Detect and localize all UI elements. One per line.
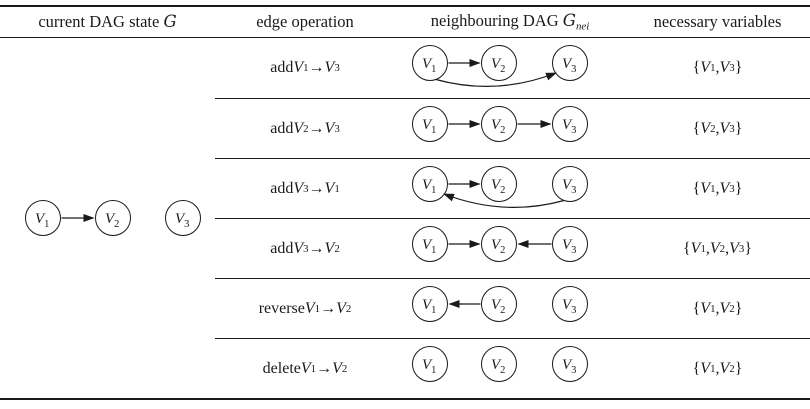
header-edge-operation: edge operation [256,12,354,31]
dag-node-V3 [552,45,588,81]
header-neighbouring-dag: neighbouring DAG Gnei [430,11,590,33]
dag-node-V1 [412,345,448,382]
dag-node-V1 [412,165,448,202]
dag-node-V2 [481,45,517,81]
dag-node-V3 [552,345,588,382]
header-necessary-variables: necessary variables [653,12,782,31]
header-current-dag-state: current DAG state G [38,12,177,31]
dag-node-V2 [481,105,517,142]
dag-node-V1 [412,285,448,322]
dag-edge-arrow [443,192,565,208]
dag-edge-arrow [435,72,557,87]
dag-node-V2 [481,285,517,322]
dag-node-V2 [94,200,131,236]
dag-node-V2 [481,225,517,262]
dag-node-V3 [164,200,201,236]
dag-node-V1 [412,225,448,262]
dag-node-V3 [552,285,588,322]
dag-node-V2 [481,165,517,202]
dag-node-V1 [412,45,448,81]
dag-node-V1 [24,200,61,236]
dag-node-V2 [481,345,517,382]
dag-node-V1 [412,105,448,142]
dag-node-V3 [552,165,588,202]
dag-node-V3 [552,105,588,142]
dag-node-V3 [552,225,588,262]
table-header-row: current DAG state G edge operation neigh… [0,5,810,38]
